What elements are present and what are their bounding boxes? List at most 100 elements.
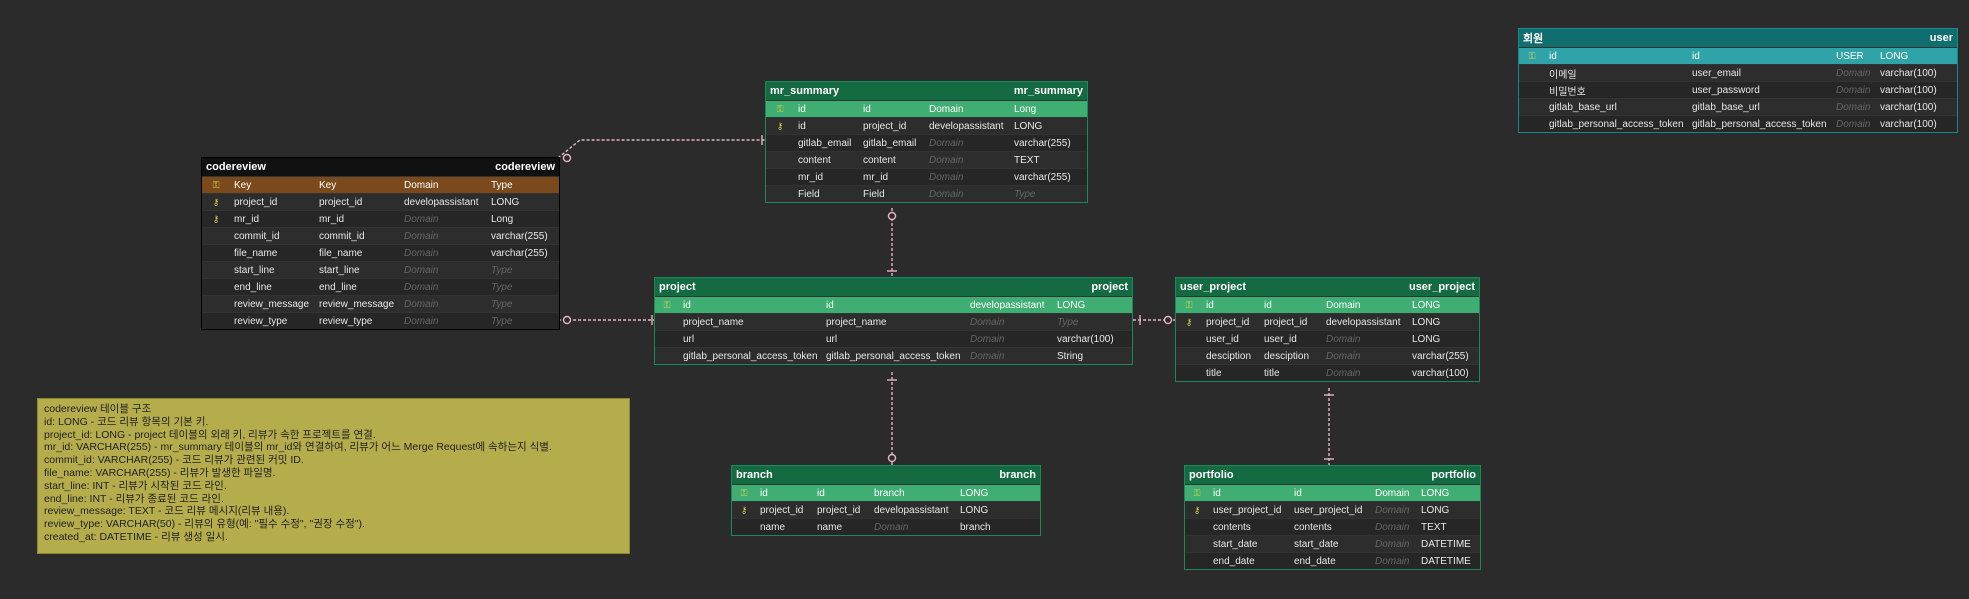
entity-alias: project xyxy=(1091,281,1128,293)
column-domain: Domain xyxy=(1322,331,1408,347)
column-name: review_message xyxy=(230,296,315,312)
column-domain: Domain xyxy=(400,211,487,227)
column-attribute: gitlab_base_url xyxy=(1688,99,1832,115)
column-attribute: end_date xyxy=(1290,553,1371,569)
column-name: id xyxy=(794,118,859,134)
column-attribute: user_password xyxy=(1688,82,1832,98)
entity-alias: user xyxy=(1929,32,1953,44)
column-domain: Domain xyxy=(925,101,1010,117)
column-domain: Domain xyxy=(400,313,487,329)
column-name: contents xyxy=(1209,519,1290,535)
entity-name: 회원 xyxy=(1523,33,1544,45)
column-type: LONG xyxy=(1408,331,1479,347)
column-domain: Domain xyxy=(1322,348,1408,364)
column-name: project_id xyxy=(756,502,813,518)
blank-icon xyxy=(202,313,230,329)
entity-alias: branch xyxy=(999,469,1036,481)
column-attribute: id xyxy=(1688,48,1832,64)
blank-icon xyxy=(732,519,756,535)
column-type: varchar(255) xyxy=(1010,169,1087,185)
column-attribute: user_email xyxy=(1688,65,1832,81)
column-name: Field xyxy=(794,186,859,202)
column-name: url xyxy=(679,331,822,347)
blank-icon xyxy=(766,169,794,185)
column-domain: Domain xyxy=(1371,536,1417,552)
entity-title: 회원 user xyxy=(1519,29,1957,47)
column-domain: Domain xyxy=(1832,82,1876,98)
blank-icon xyxy=(202,228,230,244)
column-attribute: mr_id xyxy=(315,211,400,227)
column-type: Long xyxy=(487,211,559,227)
column-type: varchar(255) xyxy=(1408,348,1479,364)
column-attribute: id xyxy=(859,101,925,117)
note-line: file_name: VARCHAR(255) - 리뷰가 발생한 파일명. xyxy=(44,466,276,479)
note-line: commit_id: VARCHAR(255) - 코드 리뷰가 관련된 커밋 … xyxy=(44,454,304,467)
note-title: codereview 테이블 구조 xyxy=(44,403,152,415)
column-attribute: id xyxy=(1290,485,1371,501)
column-domain: branch xyxy=(870,485,956,501)
column-name: id xyxy=(1209,485,1290,501)
column-attribute: name xyxy=(813,519,870,535)
blank-icon xyxy=(1519,65,1545,81)
column-name: id xyxy=(679,297,822,313)
foreign-key-icon: ⚷ xyxy=(732,502,756,518)
column-type: Type xyxy=(487,177,559,193)
note-line: review_type: VARCHAR(50) - 리뷰의 유형(예: "필수… xyxy=(44,518,365,531)
column-type: LONG xyxy=(487,194,559,210)
blank-icon xyxy=(655,331,679,347)
column-domain: Domain xyxy=(966,331,1053,347)
foreign-key-icon: ⚷ xyxy=(202,211,230,227)
column-domain: Domain xyxy=(925,135,1010,151)
column-name: 비밀번호 xyxy=(1545,82,1688,98)
blank-icon xyxy=(1519,116,1545,132)
column-attribute: project_name xyxy=(822,314,966,330)
primary-key-icon: ⚿ xyxy=(655,297,679,313)
foreign-key-icon: ⚷ xyxy=(202,194,230,210)
